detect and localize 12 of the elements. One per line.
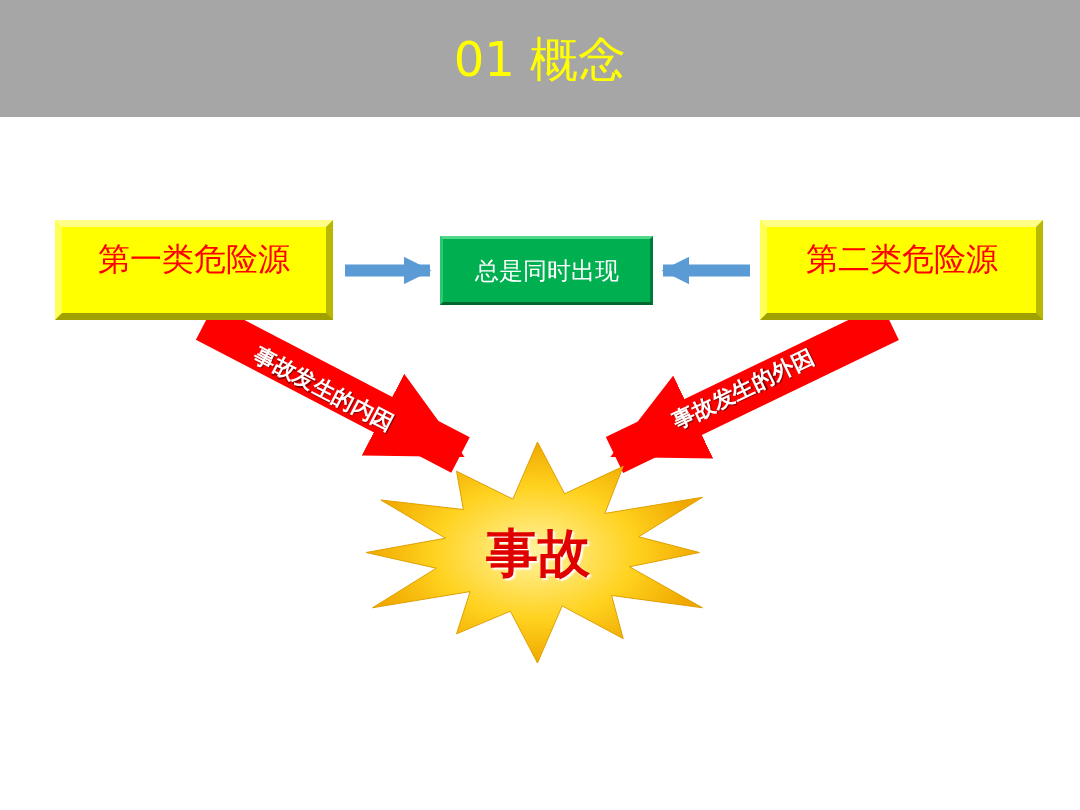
process-box: [760, 220, 1043, 320]
node-label: 第二类危险源: [805, 239, 998, 280]
arrow: [661, 256, 750, 285]
arrow: [345, 256, 432, 285]
node-label: 事故: [485, 521, 590, 585]
edge-label: 事故发生的内因: [249, 341, 398, 436]
process-box: [440, 236, 653, 305]
node-label: 第一类危险源: [98, 239, 290, 280]
node-label: 总是同时出现: [474, 255, 619, 287]
process-box: [55, 220, 333, 320]
edge-label: 事故发生的外因: [668, 343, 819, 434]
title: 01 概念: [453, 29, 627, 89]
